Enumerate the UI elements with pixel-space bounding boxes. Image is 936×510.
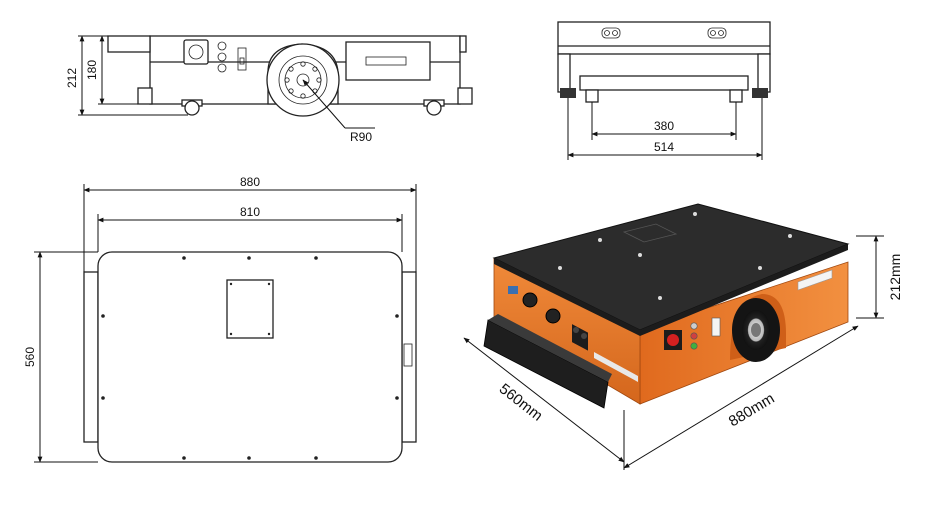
iso-dim-880mm: 880mm	[726, 390, 778, 430]
top-view: 880 810 560	[23, 175, 417, 463]
iso-dim-560mm: 560mm	[496, 380, 546, 424]
front-dim-514: 514	[654, 140, 674, 154]
side-dim-180: 180	[85, 60, 99, 80]
top-dim-880: 880	[240, 175, 260, 189]
front-dim-380: 380	[654, 119, 674, 133]
isometric-view: 212mm 560mm 880mm	[463, 203, 903, 470]
top-dim-560: 560	[23, 347, 37, 367]
side-dim-r90: R90	[350, 130, 372, 144]
front-view: 380 514	[557, 21, 771, 160]
side-view: 212 180 R90	[65, 35, 473, 144]
estop-button	[667, 334, 679, 346]
side-dim-212: 212	[65, 68, 79, 88]
iso-dim-212mm: 212mm	[887, 254, 903, 301]
top-dim-810: 810	[240, 205, 260, 219]
